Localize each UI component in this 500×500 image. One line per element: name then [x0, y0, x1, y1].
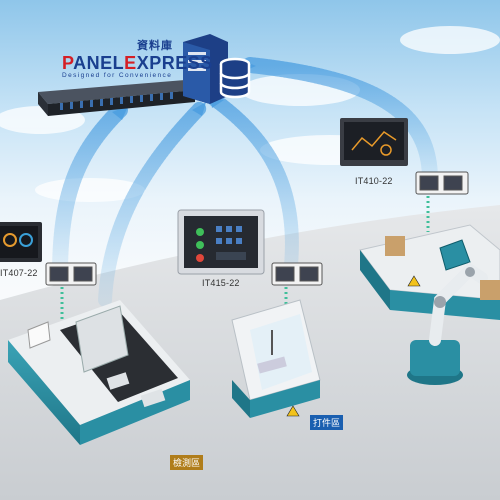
- zone-label-assembly: 打件區: [310, 415, 344, 430]
- brand-name-part2: XPRESS: [136, 53, 213, 73]
- ethernet-module-left: [45, 262, 97, 286]
- database-icon: [183, 34, 251, 104]
- zone-label-inspection: 檢測區: [170, 455, 204, 470]
- panel-express-logo: PANELEXPRESS Designed for Convenience: [62, 53, 213, 79]
- panel-label-it407: IT407-22: [0, 268, 38, 278]
- rack-server: [38, 80, 195, 116]
- panel-it410: [340, 118, 408, 166]
- brand-initial-e: E: [124, 53, 137, 73]
- data-flow-arrows: [52, 57, 438, 307]
- warning-icon: [286, 275, 421, 417]
- brand-tagline: Designed for Convenience: [62, 72, 173, 79]
- assembly-station: [231, 299, 321, 418]
- panel-label-it410: IT410-22: [355, 176, 393, 186]
- ethernet-module-center: [271, 262, 323, 286]
- brand-initial-p: P: [62, 53, 74, 73]
- brand-name-part1: ANEL: [73, 53, 125, 73]
- panel-label-it415: IT415-22: [202, 278, 240, 288]
- panel-it415: [177, 209, 265, 275]
- panel-it407: [0, 222, 42, 262]
- network-links: [60, 196, 430, 320]
- robotic-line: [359, 224, 500, 385]
- ethernet-module-right: [415, 171, 469, 195]
- database-label: 資料庫: [137, 40, 173, 52]
- inspection-line: [8, 300, 190, 445]
